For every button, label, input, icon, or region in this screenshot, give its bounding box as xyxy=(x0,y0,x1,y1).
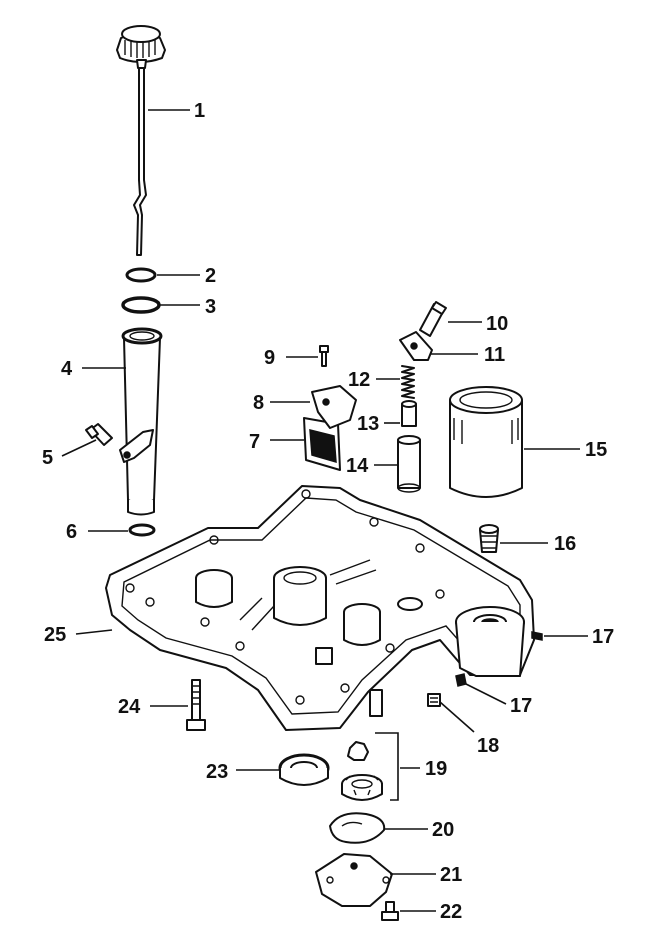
callout-6: 6 xyxy=(66,521,77,543)
screw-part xyxy=(85,423,113,446)
small-screw-part xyxy=(319,345,329,367)
callout-5: 5 xyxy=(42,447,53,469)
callout-16: 16 xyxy=(554,533,576,555)
valve-piston-part xyxy=(401,400,417,427)
callout-25: 25 xyxy=(44,624,66,646)
oil-pan-housing-part xyxy=(105,485,535,731)
dipstick-part xyxy=(116,25,166,256)
callout-9: 9 xyxy=(264,347,275,369)
o-ring-small-part xyxy=(125,267,157,283)
oil-filter-part xyxy=(449,386,523,498)
callout-19: 19 xyxy=(425,758,447,780)
baffle-plate-part xyxy=(311,385,357,429)
long-bolt-part xyxy=(186,679,206,731)
callout-3: 3 xyxy=(205,296,216,318)
bracket-part xyxy=(399,331,433,361)
leader-lines xyxy=(61,109,588,912)
callout-8: 8 xyxy=(253,392,264,414)
pump-rotor-part xyxy=(341,741,383,801)
o-ring-large-part xyxy=(121,296,161,314)
callout-18: 18 xyxy=(477,735,499,757)
o-ring-tube-part xyxy=(128,523,156,537)
plug-block-part xyxy=(427,693,441,707)
callout-10: 10 xyxy=(486,313,508,335)
callout-2: 2 xyxy=(205,265,216,287)
callout-23: 23 xyxy=(206,761,228,783)
callout-17-right: 17 xyxy=(592,626,614,648)
pump-cover-part xyxy=(315,853,393,907)
fill-tube-part xyxy=(119,327,163,516)
callout-12: 12 xyxy=(348,369,370,391)
callout-22: 22 xyxy=(440,901,462,923)
callout-labels: 1 2 3 4 5 6 7 8 9 10 11 12 13 14 15 16 1… xyxy=(42,100,614,923)
bolt-part xyxy=(419,301,447,337)
spring-part xyxy=(401,365,415,399)
cover-screw-part xyxy=(381,901,399,921)
callout-7: 7 xyxy=(249,431,260,453)
callout-20: 20 xyxy=(432,819,454,841)
callout-11: 11 xyxy=(484,344,505,366)
callout-15: 15 xyxy=(585,439,607,461)
plug-part-lower xyxy=(455,673,467,687)
plug-part-right xyxy=(531,631,543,641)
callout-14: 14 xyxy=(346,455,369,477)
callout-21: 21 xyxy=(440,864,462,886)
oil-seal-part xyxy=(278,753,330,786)
bracket-19-line xyxy=(375,732,399,801)
callout-1: 1 xyxy=(194,100,205,122)
gasket-part xyxy=(329,812,386,844)
callout-4: 4 xyxy=(61,358,73,380)
fitting-part xyxy=(479,524,499,553)
valve-sleeve-part xyxy=(397,435,421,493)
callout-13: 13 xyxy=(357,413,379,435)
callout-24: 24 xyxy=(118,696,141,718)
callout-17-lower: 17 xyxy=(510,695,532,717)
